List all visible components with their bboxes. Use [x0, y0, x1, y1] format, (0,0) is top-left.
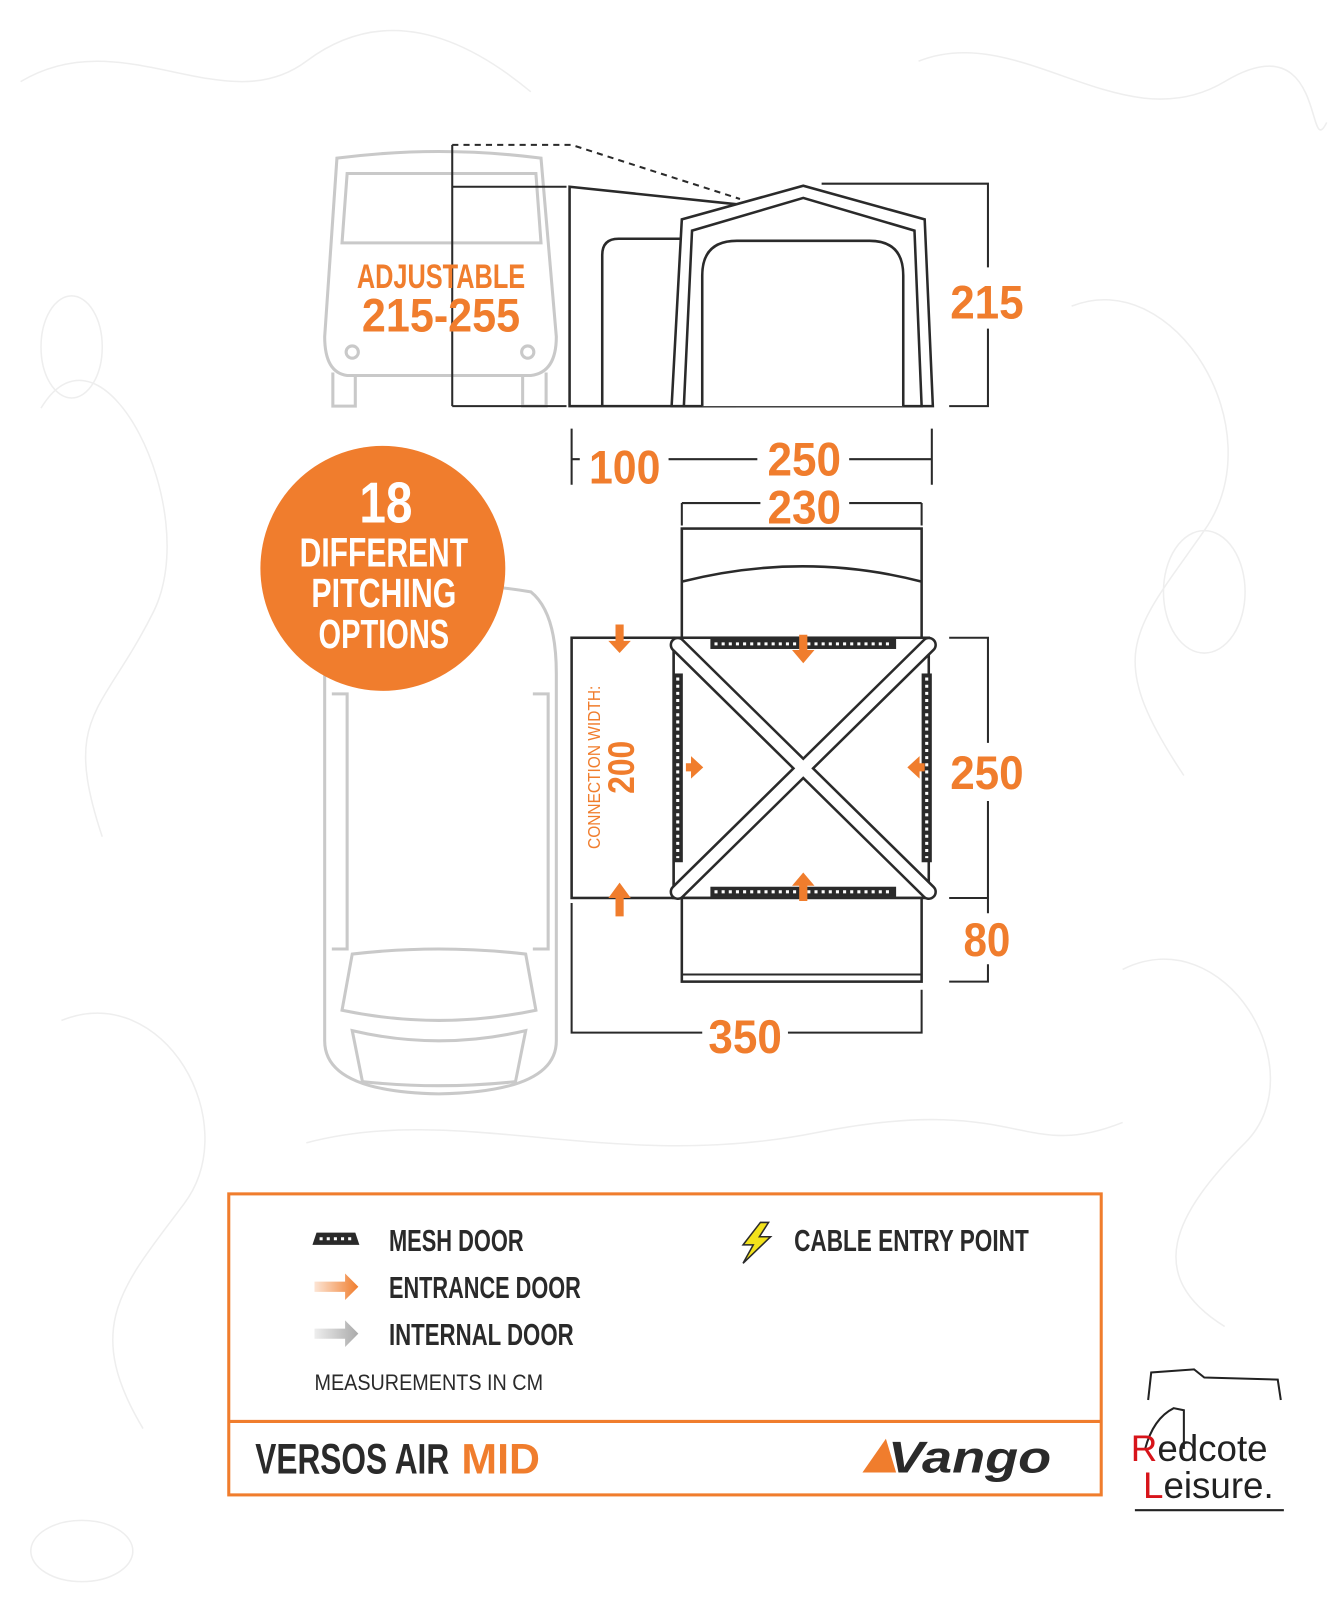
- legend-mesh-door: MESH DOOR: [389, 1224, 524, 1258]
- badge-number: 18: [359, 471, 412, 535]
- pitching-options-badge: 18 DIFFERENT PITCHING OPTIONS: [260, 445, 506, 691]
- connection-width-value: 200: [601, 741, 642, 794]
- pole-cross: [669, 636, 937, 900]
- badge-line: OPTIONS: [319, 611, 450, 657]
- tent-side-view: [451, 143, 989, 408]
- outer-width-dimension: 250: [768, 434, 841, 486]
- legend-box: MESH DOOR ENTRANCE DOOR INTERNAL DOOR ME…: [227, 1192, 1103, 1497]
- dealer-name-line2: Leisure.: [1143, 1465, 1274, 1506]
- dealer-name-line1: Redcote: [1131, 1428, 1268, 1469]
- topographic-background: [20, 29, 1328, 1583]
- vehicle-rear-view: [323, 150, 558, 408]
- tent-plan-view: [570, 428, 989, 1034]
- redcote-leisure-logo: Redcote Leisure.: [1120, 1355, 1302, 1531]
- connection-width-label: CONNECTION WIDTH:: [584, 686, 604, 849]
- inner-width-dimension: 230: [768, 481, 841, 533]
- rear-extension-dimension: 80: [963, 914, 1010, 966]
- adjustable-height-value: 215-255: [362, 290, 520, 342]
- svg-text:Vango: Vango: [888, 1431, 1051, 1482]
- badge-line: DIFFERENT: [300, 529, 468, 575]
- legend-internal-door: INTERNAL DOOR: [389, 1318, 574, 1352]
- legend-entrance-door: ENTRANCE DOOR: [389, 1271, 581, 1305]
- adjustable-label: ADJUSTABLE: [357, 258, 525, 296]
- internal-door-arrow-icon: [314, 1320, 359, 1347]
- depth-dimension: 250: [950, 747, 1023, 799]
- entrance-door-arrows: [608, 624, 925, 917]
- measurement-units-note: MEASUREMENTS IN CM: [314, 1370, 543, 1395]
- vango-logo: Vango: [862, 1431, 1051, 1482]
- height-dimension: 215: [950, 276, 1023, 328]
- badge-line: PITCHING: [311, 570, 456, 616]
- legend-cable-entry: CABLE ENTRY POINT: [794, 1224, 1029, 1258]
- entrance-door-arrow-icon: [314, 1273, 359, 1300]
- porch-depth-dimension: 100: [589, 442, 660, 494]
- total-length-dimension: 350: [708, 1011, 781, 1063]
- lightning-bolt-icon: [741, 1221, 773, 1264]
- mesh-door-icon: [312, 1232, 360, 1245]
